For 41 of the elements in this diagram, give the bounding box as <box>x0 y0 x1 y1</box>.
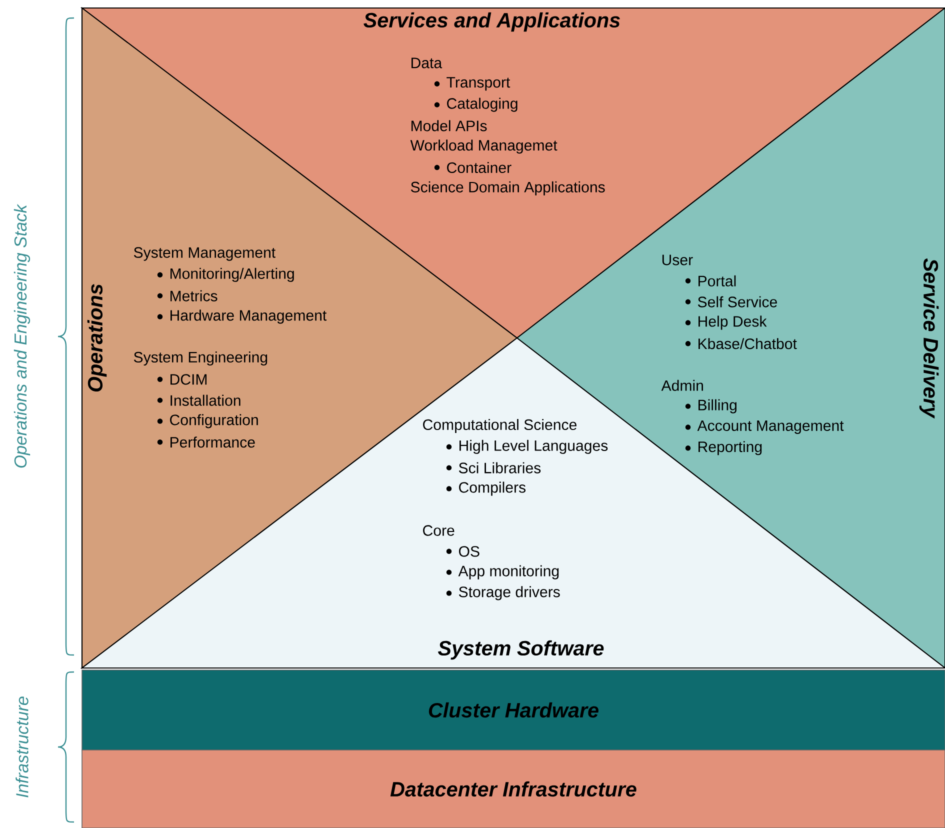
list-item: Hardware Management <box>157 310 327 324</box>
list-item: Billing <box>685 399 736 414</box>
list-item: Container <box>434 162 512 174</box>
list-item: Metrics <box>157 290 218 302</box>
list-heading: System Management <box>134 247 276 261</box>
list-item: OS <box>446 546 480 557</box>
panel-heading: Operations <box>87 284 107 392</box>
list-item: Configuration <box>157 414 258 428</box>
list-item: Account Management <box>685 420 844 434</box>
list-heading: Data <box>412 58 442 68</box>
band: Cluster Hardware <box>82 670 945 750</box>
list-heading: Admin <box>661 380 703 391</box>
list-heading: Computational Science <box>423 418 576 434</box>
list-item: Help Desk <box>685 316 767 330</box>
list-item: Reporting <box>685 441 762 456</box>
list-heading: Core <box>423 525 454 536</box>
list-heading: User <box>662 254 693 266</box>
list-item: App monitoring <box>446 565 559 580</box>
list-item: Monitoring/Alerting <box>157 268 294 282</box>
panel-heading: Service Delivery <box>919 258 939 419</box>
panel-heading: System Software <box>438 640 604 660</box>
list-item: Sci Libraries <box>446 462 541 474</box>
list-item: Storage drivers <box>446 586 560 600</box>
list-item: Cataloging <box>434 98 518 112</box>
list-item: Installation <box>157 394 240 406</box>
list-item: Performance <box>157 436 255 448</box>
band: Datacenter Infrastructure <box>82 750 945 828</box>
side-label: Infrastructure <box>16 696 28 798</box>
list-heading: System Engineering <box>134 351 268 366</box>
side-label: Operations and Engineering Stack <box>14 204 30 468</box>
list-heading: Model APIs <box>412 120 487 132</box>
list-item: Transport <box>434 77 510 91</box>
list-item: Compilers <box>446 482 526 496</box>
list-item: Kbase/Chatbot <box>685 338 797 350</box>
list-item: Portal <box>685 275 736 286</box>
list-heading: Science Domain Applications <box>410 181 605 196</box>
list-heading: Workload Managemet <box>410 140 558 154</box>
list-item: DCIM <box>157 374 207 385</box>
list-item: High Level Languages <box>446 440 608 454</box>
list-item: Self Service <box>685 296 777 308</box>
panel-heading: Services and Applications <box>364 12 620 32</box>
